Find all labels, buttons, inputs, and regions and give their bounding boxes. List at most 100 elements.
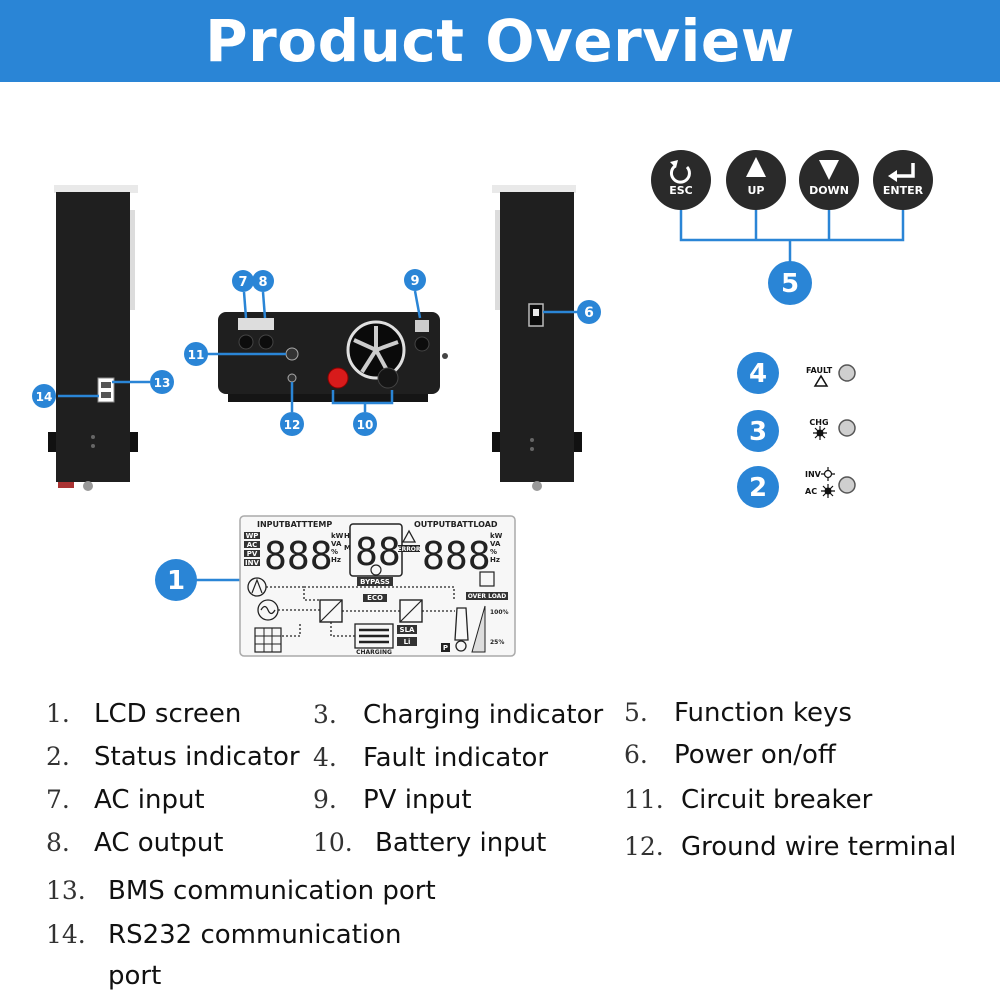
right-side-view xyxy=(492,185,582,491)
fault-label: FAULT xyxy=(806,366,833,375)
lcd-unit-pct-left: % xyxy=(331,548,338,556)
lcd-unit-hz-left: Hz xyxy=(331,556,341,564)
legend-item: 1.LCD screen xyxy=(46,696,241,732)
lcd-error-box xyxy=(398,545,420,552)
legend-label: LCD screen xyxy=(94,699,242,729)
page-title: Product Overview xyxy=(205,7,795,75)
legend-number: 5. xyxy=(624,698,648,727)
indicators: FAULT CHG INV AC xyxy=(805,364,856,498)
lcd-bypass-label: BYPASS xyxy=(360,578,390,586)
ac-wave-icon-line xyxy=(260,605,276,615)
battery-positive-terminal xyxy=(327,367,349,389)
legend-item: 5.Function keys xyxy=(624,695,852,731)
legend-label: Ground wire terminal xyxy=(681,832,957,862)
callout-8: 8 xyxy=(252,270,274,292)
legend-label: PV input xyxy=(363,785,472,815)
converter-icon-line xyxy=(399,599,423,623)
header-banner: Product Overview xyxy=(0,0,1000,82)
battery-icon xyxy=(354,623,394,649)
chg-led xyxy=(838,419,856,437)
solar-panel-icon xyxy=(254,627,282,653)
down-key[interactable]: DOWN xyxy=(799,150,859,210)
legend-label: BMS communication port xyxy=(108,876,436,906)
pv-terminal xyxy=(415,320,429,332)
lcd-h-label: H xyxy=(344,532,350,540)
lcd-tag-wp: WP xyxy=(246,532,259,540)
left-bottom-part xyxy=(83,481,93,491)
left-side-view xyxy=(48,185,138,491)
legend-label-continued: port xyxy=(108,961,162,991)
lcd-right-digits: 888 xyxy=(422,534,491,578)
refresh-icon-arrowhead xyxy=(670,160,678,168)
left-bottom-part xyxy=(58,482,74,488)
svg-text:11: 11 xyxy=(188,348,205,362)
load-level-bar xyxy=(471,605,486,653)
callout-7: 7 xyxy=(232,270,254,292)
enter-key[interactable]: ENTER xyxy=(873,150,933,210)
callout-9: 9 xyxy=(404,269,426,291)
legend-label: Circuit breaker xyxy=(681,785,873,815)
svg-text:4: 4 xyxy=(749,359,767,389)
lcd-unit-va-left: VA xyxy=(331,540,342,548)
screw-dot xyxy=(530,438,534,442)
lcd-m-label: M xyxy=(344,544,351,552)
legend-item: 13. BMS communication port xyxy=(46,873,436,909)
arrow-up-icon xyxy=(746,157,766,177)
up-key[interactable]: UP xyxy=(726,150,786,210)
legend-number: 4. xyxy=(313,743,337,772)
lcd-error-label: ERROR xyxy=(397,546,420,553)
legend-label: Power on/off xyxy=(674,740,836,770)
enter-icon xyxy=(893,163,915,178)
screw-dot xyxy=(530,447,534,451)
callout-lines xyxy=(58,208,905,582)
legend-item: 6. Power on/off xyxy=(624,737,836,773)
legend-label: Fault indicator xyxy=(363,743,549,773)
lcd-unit-kw-right: kW xyxy=(490,532,503,540)
screw-dot xyxy=(91,435,95,439)
callout-badges: 1 2 3 4 5 6 7 8 xyxy=(32,261,812,601)
power-switch-rocker xyxy=(533,309,539,316)
terminal-strip-ac xyxy=(238,318,274,330)
svg-text:2: 2 xyxy=(749,473,767,503)
lcd-sla-box xyxy=(397,625,417,634)
callout-10: 10 xyxy=(353,412,377,436)
battery-negative-terminal xyxy=(377,367,399,389)
callout-14: 14 xyxy=(32,384,56,408)
svg-text:14: 14 xyxy=(36,390,53,404)
lcd-tag-pv: PV xyxy=(247,550,258,558)
left-edge-strip xyxy=(130,210,135,310)
lcd-overload-box xyxy=(466,592,508,600)
ground-terminal xyxy=(287,373,297,383)
esc-key[interactable]: ESC xyxy=(651,150,711,210)
pv-gland xyxy=(414,336,430,352)
lcd-unit-va-right: VA xyxy=(490,540,501,548)
left-foot-tab xyxy=(130,432,138,452)
side-stud xyxy=(442,353,448,359)
legend-number: 10. xyxy=(313,828,353,857)
callout-11: 11 xyxy=(184,342,208,366)
ac-input-gland xyxy=(238,334,254,350)
legend-label: AC input xyxy=(94,785,205,815)
bottom-view xyxy=(218,312,448,402)
svg-text:5: 5 xyxy=(781,269,799,299)
right-foot-tab xyxy=(492,432,500,452)
right-body xyxy=(500,192,574,482)
legend-number: 13. xyxy=(46,876,86,905)
sun-filled-icon-rays xyxy=(813,426,827,440)
overload-load-icon xyxy=(479,571,495,587)
fault-led xyxy=(838,364,856,382)
left-top-cap xyxy=(54,185,138,193)
lcd-p-box xyxy=(441,643,450,652)
left-foot-tab xyxy=(48,432,56,452)
comm-port-panel xyxy=(97,377,115,403)
legend-number: 6. xyxy=(624,740,648,769)
enter-icon-arrowhead xyxy=(888,170,897,182)
lcd-sla-label: SLA xyxy=(400,626,416,634)
svg-text:9: 9 xyxy=(410,274,419,289)
callout-5: 5 xyxy=(768,261,812,305)
bulb-icon xyxy=(454,607,469,641)
lcd-screen: INPUTBATTTEMP OUTPUTBATTLOAD WP AC PV IN… xyxy=(239,515,516,657)
lcd-bypass-box xyxy=(357,577,393,586)
legend-number: 3. xyxy=(313,700,337,729)
warning-triangle-icon xyxy=(813,374,829,387)
